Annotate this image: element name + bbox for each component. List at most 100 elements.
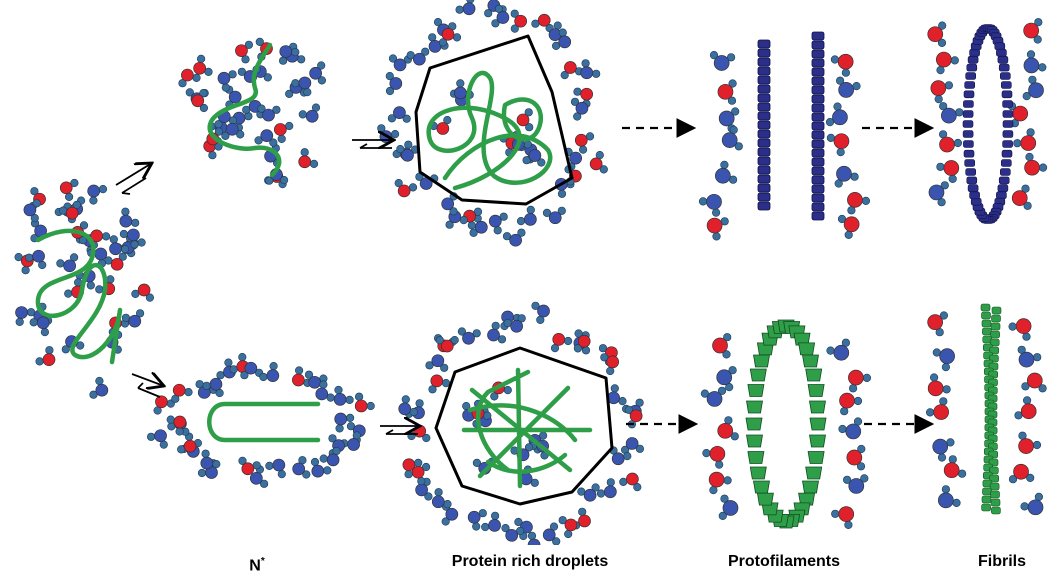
water-molecule-icon — [516, 108, 534, 132]
water-molecule-icon — [217, 70, 237, 92]
equilibrium-arrow-icon — [352, 140, 394, 148]
protofilament-blue-left — [757, 39, 771, 211]
water-molecule-icon — [394, 179, 418, 198]
water-molecule-icon — [932, 348, 955, 372]
water-molecule-icon — [279, 45, 300, 65]
water-molecule-icon — [503, 314, 526, 333]
water-molecule-icon — [428, 374, 451, 394]
water-molecule-icon — [932, 438, 955, 462]
water-molecule-icon — [1008, 318, 1032, 341]
water-molecule-icon — [721, 125, 743, 151]
protein-chains-layer — [35, 34, 614, 506]
water-molecule-icon — [620, 437, 645, 455]
water-molecule-icon — [573, 329, 591, 353]
water-molecule-icon — [1017, 345, 1042, 368]
water-molecule-icon — [304, 370, 328, 389]
water-molecule-icon — [487, 321, 507, 344]
water-molecule-icon — [153, 395, 175, 415]
label-fibrils: Fibrils — [977, 553, 1027, 570]
label-protein-rich-droplets: Protein rich droplets — [451, 553, 609, 570]
water-molecule-icon — [147, 429, 168, 449]
water-molecule-icon — [510, 9, 528, 33]
water-molecule-icon — [406, 47, 430, 66]
water-molecule-icon — [943, 455, 967, 479]
water-molecule-icon — [310, 457, 332, 478]
water-molecule-icon — [398, 395, 418, 417]
water-molecule-icon — [837, 214, 860, 239]
water-molecule-icon — [551, 28, 572, 51]
label-nstar-text: N — [249, 557, 261, 575]
water-molecule-icon — [121, 309, 145, 328]
water-molecule-icon — [291, 76, 312, 97]
water-molecule-icon — [1021, 372, 1047, 393]
water-molecule-icon — [589, 151, 608, 174]
water-molecule-icon — [387, 106, 411, 123]
water-molecule-icon — [830, 53, 854, 77]
water-molecule-icon — [171, 383, 193, 403]
water-molecule-icon — [292, 456, 311, 479]
water-molecule-icon — [937, 485, 961, 509]
water-molecule-icon — [716, 366, 737, 392]
water-molecule-icon — [254, 129, 278, 147]
water-molecule-icon — [936, 160, 960, 183]
water-molecule-icon — [717, 79, 737, 105]
label-nstar: N* — [249, 552, 264, 576]
water-molecule-icon — [298, 103, 321, 123]
aggregation-pathway-diagram — [14, 0, 1048, 545]
water-molecule-icon — [109, 235, 130, 256]
water-molecule-icon — [1024, 152, 1048, 176]
water-molecule-icon — [259, 362, 280, 382]
water-molecule-icon — [469, 214, 488, 237]
water-molecule-icon — [712, 333, 732, 359]
water-molecule-icon — [700, 386, 727, 407]
water-molecule-icon — [825, 102, 848, 127]
water-molecule-icon — [826, 338, 851, 361]
water-molecule-icon — [839, 392, 863, 416]
water-molecule-icon — [560, 61, 584, 80]
water-molecule-icon — [573, 87, 594, 108]
upper-droplet-tangled-chain-loop — [501, 97, 543, 142]
water-molecule-icon — [848, 369, 872, 393]
equilibrium-arrow-icon — [380, 426, 420, 434]
water-molecule-icon — [402, 458, 423, 479]
lower-droplet-outline — [434, 346, 614, 506]
water-molecule-icon — [435, 336, 459, 353]
water-molecule-icon — [698, 193, 722, 217]
water-molecule-icon — [319, 446, 341, 467]
unfolded-protein-chain — [35, 228, 123, 365]
lower-droplet-tangled-chain — [461, 367, 593, 489]
water-molecule-icon — [927, 373, 951, 397]
water-molecule-icon — [177, 432, 197, 454]
water-molecule-icon — [193, 54, 213, 76]
water-molecule-icon — [58, 200, 81, 220]
water-molecule-icon — [835, 76, 861, 98]
water-molecule-icon — [935, 51, 959, 75]
water-molecule-icon — [131, 283, 154, 302]
nstar-upper-chain — [207, 42, 282, 178]
water-molecule-icon — [200, 449, 221, 470]
water-molecule-icon — [558, 516, 578, 539]
water-molecule-icon — [257, 104, 281, 122]
water-molecule-icon — [315, 380, 335, 402]
water-molecule-icon — [1023, 18, 1043, 44]
water-molecule-icon — [438, 27, 462, 47]
water-molecule-icon — [15, 306, 36, 327]
water-molecule-icon — [718, 494, 739, 521]
water-molecule-icon — [61, 335, 85, 354]
label-protofilaments: Protofilaments — [727, 553, 841, 570]
water-molecule-icon — [1008, 463, 1035, 484]
water-molecule-icon — [847, 192, 871, 215]
water-molecule-icon — [1013, 128, 1037, 151]
water-molecule-icon — [834, 165, 859, 188]
water-molecule-icon — [87, 184, 108, 205]
water-molecule-icon — [542, 206, 566, 225]
water-molecule-icon — [385, 71, 403, 96]
water-molecule-icon — [1014, 396, 1037, 420]
water-molecule-icon — [1023, 50, 1047, 74]
arrows-layer — [115, 118, 935, 434]
water-molecule-icon — [191, 88, 208, 113]
water-molecule-icon — [709, 50, 736, 71]
water-molecule-icon — [939, 102, 964, 124]
water-molecule-icon — [334, 412, 355, 433]
